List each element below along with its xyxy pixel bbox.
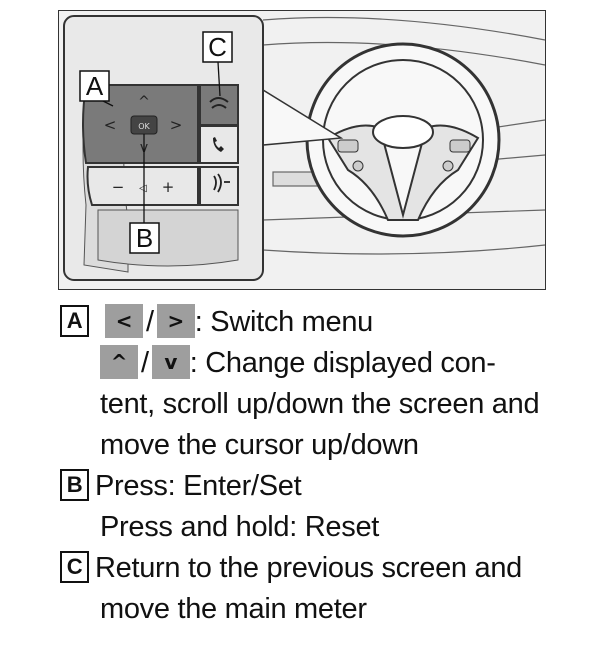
scroll-text-line-3: move the cursor up/down [100,429,419,461]
voice-icon [213,173,230,193]
callout-b-label: B [136,223,153,253]
return-text-line-1: Return to the previous screen and [95,552,522,584]
phone-switch [199,125,239,164]
legend-key-b: B [60,469,89,502]
steering-wheel-illustration: ^ v < > OK − ◁ + A B C [58,10,546,290]
return-text-line-2: move the main meter [100,593,367,625]
return-icon [209,97,229,109]
legend-a-row-1: A </>: Switch menu [60,302,590,343]
legend-a-row-2: ^/v: Change displayed con- [60,343,590,384]
callout-a-label: A [86,71,104,101]
scroll-text-line-1: : Change displayed con- [189,347,496,379]
callout-b-box [129,222,160,254]
lexus-emblem [372,115,434,149]
arrow-left-icon: < [104,116,117,134]
arrow-right-icon: > [170,116,183,134]
down-arrow-button-icon: v [151,344,190,379]
press-hold-reset-text: Press and hold: Reset [100,511,380,543]
callout-c-box [202,31,233,63]
ok-label: OK [138,122,150,131]
up-arrow-button-icon: ^ [100,344,138,379]
volume-up-icon: + [162,178,175,196]
switch-legend: A</>: Switch menu ^/v: Change displayed … [60,302,590,630]
right-arrow-button-icon: > [156,303,195,338]
switch-menu-text: : Switch menu [194,306,374,338]
steering-wheel [305,42,501,238]
left-arrow-button-icon: < [105,303,143,338]
legend-key-a: A [60,305,89,338]
phone-icon [213,137,224,152]
separator: / [141,347,149,379]
callout-c-label: C [208,32,227,62]
scroll-text-line-2: tent, scroll up/down the screen and [100,388,540,420]
voice-switch [199,166,239,206]
press-enter-text: Press: Enter/Set [95,470,302,502]
callout-c-leader [217,61,221,97]
volume-switch [86,166,199,206]
callout-a-box [79,70,110,102]
separator: / [146,306,154,338]
volume-down-icon: − [112,178,125,196]
speaker-icon: ◁ [139,183,147,194]
legend-key-c: C [60,551,89,584]
zoomed-switch-inset: ^ v < > OK − ◁ + A B C [63,15,264,281]
arrow-up-icon: ^ [138,94,150,110]
